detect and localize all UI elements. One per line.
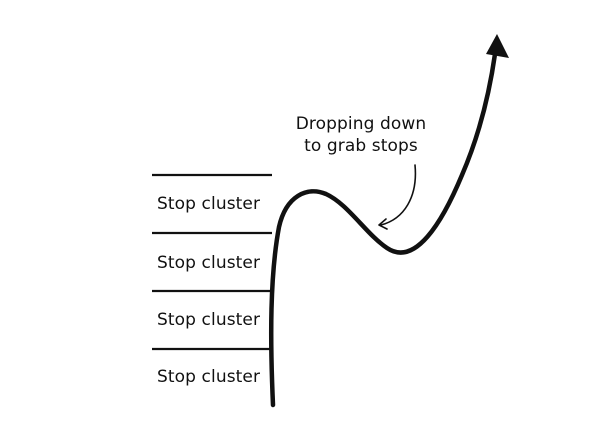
stop-cluster-label-1: Stop cluster <box>157 194 261 214</box>
annotation-line-1: Dropping down <box>295 114 427 134</box>
annotation-text: Dropping down to grab stops <box>283 113 439 157</box>
annotation-line-2: to grab stops <box>304 136 418 156</box>
upward-arrow-path <box>268 51 498 408</box>
curved-arrow-icon <box>380 164 417 226</box>
stop-cluster-label-3: Stop cluster <box>157 310 261 330</box>
curved-arrow-head-icon <box>378 218 388 230</box>
arrow-head-icon <box>486 34 509 58</box>
stop-cluster-label-2: Stop cluster <box>157 253 261 273</box>
stop-cluster-label-4: Stop cluster <box>157 367 261 387</box>
